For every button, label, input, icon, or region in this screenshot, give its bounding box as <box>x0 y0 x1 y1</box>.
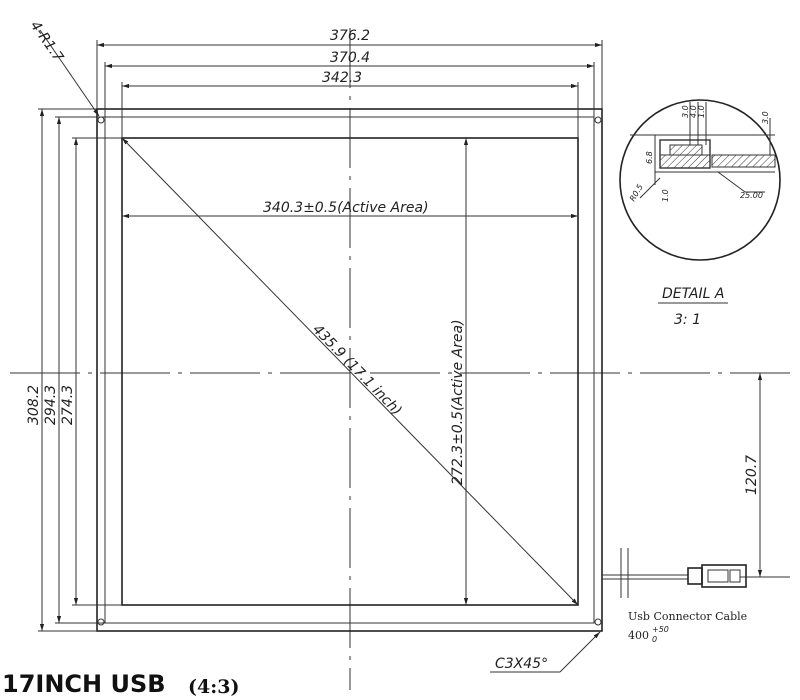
title-ratio: (4:3) <box>188 676 239 698</box>
detail-dim-7: 1.0 <box>661 189 670 202</box>
detail-dim-4: 3.0 <box>761 111 770 124</box>
center-lines <box>10 28 790 690</box>
detail-dim-3: 1.0 <box>697 105 706 118</box>
cable-length: 400 <box>628 629 649 642</box>
cable-tol-lower: 0 <box>652 635 657 644</box>
mid-width-label: 370.4 <box>330 50 370 66</box>
chamfer-note: C3X45° <box>490 631 601 673</box>
detail-scale: 3: 1 <box>674 312 701 328</box>
cable-offset-dimension: 120.7 <box>744 373 763 577</box>
cable-tol-upper: +50 <box>652 625 669 634</box>
detail-a: 3.0 4.0 1.0 3.0 6.8 R0.5 1.0 25.00 DETAI… <box>619 99 781 328</box>
detail-dim-5: 6.8 <box>645 151 654 164</box>
inner-height-label: 274.3 <box>60 385 76 425</box>
title-main: 17INCH USB <box>2 670 166 698</box>
detail-dim-2: 4.0 <box>689 105 698 118</box>
inner-width-label: 342.3 <box>322 70 362 86</box>
cable-offset-label: 120.7 <box>744 455 760 495</box>
outer-width-label: 376.2 <box>330 28 370 44</box>
active-height-label: 272.3±0.5(Active Area) <box>450 319 466 485</box>
cable-note: Usb Connector Cable 400 +50 0 <box>628 610 747 644</box>
detail-dim-1: 3.0 <box>681 105 690 118</box>
corner-radius-note: 4-R1.7 <box>27 18 100 117</box>
height-dimensions: 308.2 294.3 274.3 272.3±0.5(Active Area) <box>26 108 469 632</box>
diagonal-label: 435.9 (17.1 inch) <box>309 322 405 419</box>
chamfer-label: C3X45° <box>495 656 548 672</box>
cable-label: Usb Connector Cable <box>628 610 747 623</box>
usb-cable <box>602 548 790 598</box>
detail-dim-8: 25.00 <box>740 191 763 200</box>
detail-dim-6: R0.5 <box>628 183 645 203</box>
active-width-label: 340.3±0.5(Active Area) <box>263 200 429 216</box>
corner-radius-label: 4-R1.7 <box>27 18 67 65</box>
mid-height-label: 294.3 <box>43 385 59 425</box>
outer-height-label: 308.2 <box>26 385 42 425</box>
detail-title: DETAIL A <box>662 286 724 302</box>
drawing-title: 17INCH USB (4:3) <box>2 670 239 698</box>
